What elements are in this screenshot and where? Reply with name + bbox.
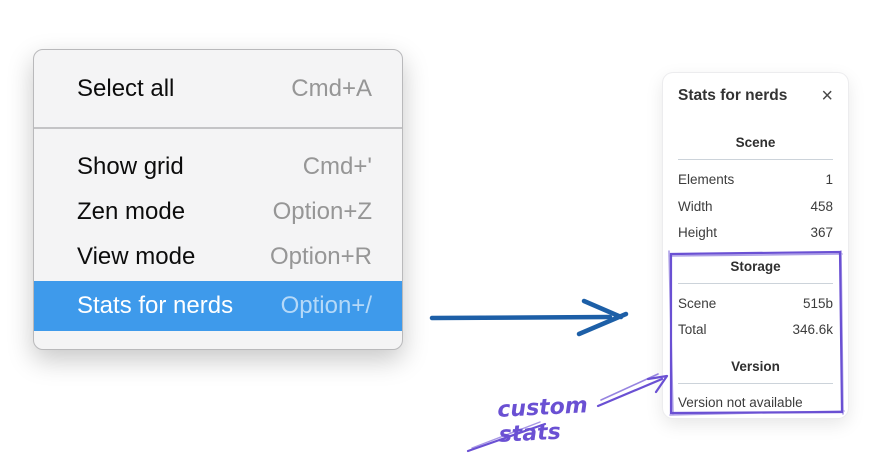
menu-item-shortcut: Option+/ [280, 292, 372, 319]
menu-item-view-mode[interactable]: View mode Option+R [34, 234, 402, 279]
menu-item-label: Stats for nerds [77, 292, 234, 319]
version-note: Version not available [678, 394, 803, 410]
stat-value: 458 [810, 198, 833, 214]
menu-item-zen-mode[interactable]: Zen mode Option+Z [34, 189, 402, 234]
stats-panel: Stats for nerds × Scene Elements 1 Width… [663, 73, 848, 418]
menu-item-show-grid[interactable]: Show grid Cmd+' [34, 144, 402, 189]
stat-value: 515b [802, 295, 833, 311]
stat-label: Width [678, 198, 713, 214]
section-heading: Scene [735, 135, 776, 150]
section-divider [678, 159, 833, 160]
section-divider [678, 282, 833, 284]
stat-value: 367 [810, 225, 833, 240]
close-icon[interactable]: × [821, 85, 833, 107]
stats-panel-title: Stats for nerds [678, 87, 788, 104]
stat-label: Scene [678, 295, 717, 311]
stat-row-total-storage: Total 346.6k [678, 317, 833, 344]
section-heading: Version [731, 358, 780, 374]
section-divider [678, 382, 833, 384]
menu-item-select-all[interactable]: Select all Cmd+A [34, 50, 402, 127]
menu-item-label: Zen mode [77, 197, 186, 225]
stat-value: 1 [825, 172, 833, 187]
context-menu: Select all Cmd+A Show grid Cmd+' Zen mod… [33, 49, 403, 350]
menu-divider [34, 127, 402, 129]
menu-item-shortcut: Option+R [269, 242, 372, 270]
menu-item-label: View mode [77, 242, 196, 270]
menu-item-label: Show grid [77, 152, 184, 180]
stat-value: 346.6k [792, 322, 833, 337]
stat-row-width: Width 458 [678, 194, 833, 221]
section-version: Version Version not available [678, 358, 833, 415]
menu-item-label: Select all [77, 74, 175, 102]
annotation-custom-stats-label: custom stats [496, 393, 589, 448]
section-storage: Storage Scene 515b Total 346.6k [678, 258, 833, 344]
stat-row-scene-storage: Scene 515b [678, 291, 833, 318]
stat-row-height: Height 367 [678, 220, 833, 247]
stat-label: Elements [678, 172, 735, 187]
section-heading: Storage [730, 258, 781, 274]
menu-item-shortcut: Option+Z [272, 197, 372, 225]
stats-panel-header: Stats for nerds × [678, 84, 833, 108]
menu-item-shortcut: Cmd+' [302, 152, 372, 180]
menu-item-shortcut: Cmd+A [291, 74, 372, 102]
stat-label: Total [678, 322, 707, 337]
section-scene: Scene Elements 1 Width 458 Height 367 [678, 134, 833, 247]
menu-item-stats-for-nerds[interactable]: Stats for nerds Option+/ [34, 281, 402, 331]
stat-label: Height [678, 225, 718, 240]
stat-row-elements: Elements 1 [678, 167, 833, 194]
menu-group: Show grid Cmd+' Zen mode Option+Z View m… [34, 129, 402, 331]
